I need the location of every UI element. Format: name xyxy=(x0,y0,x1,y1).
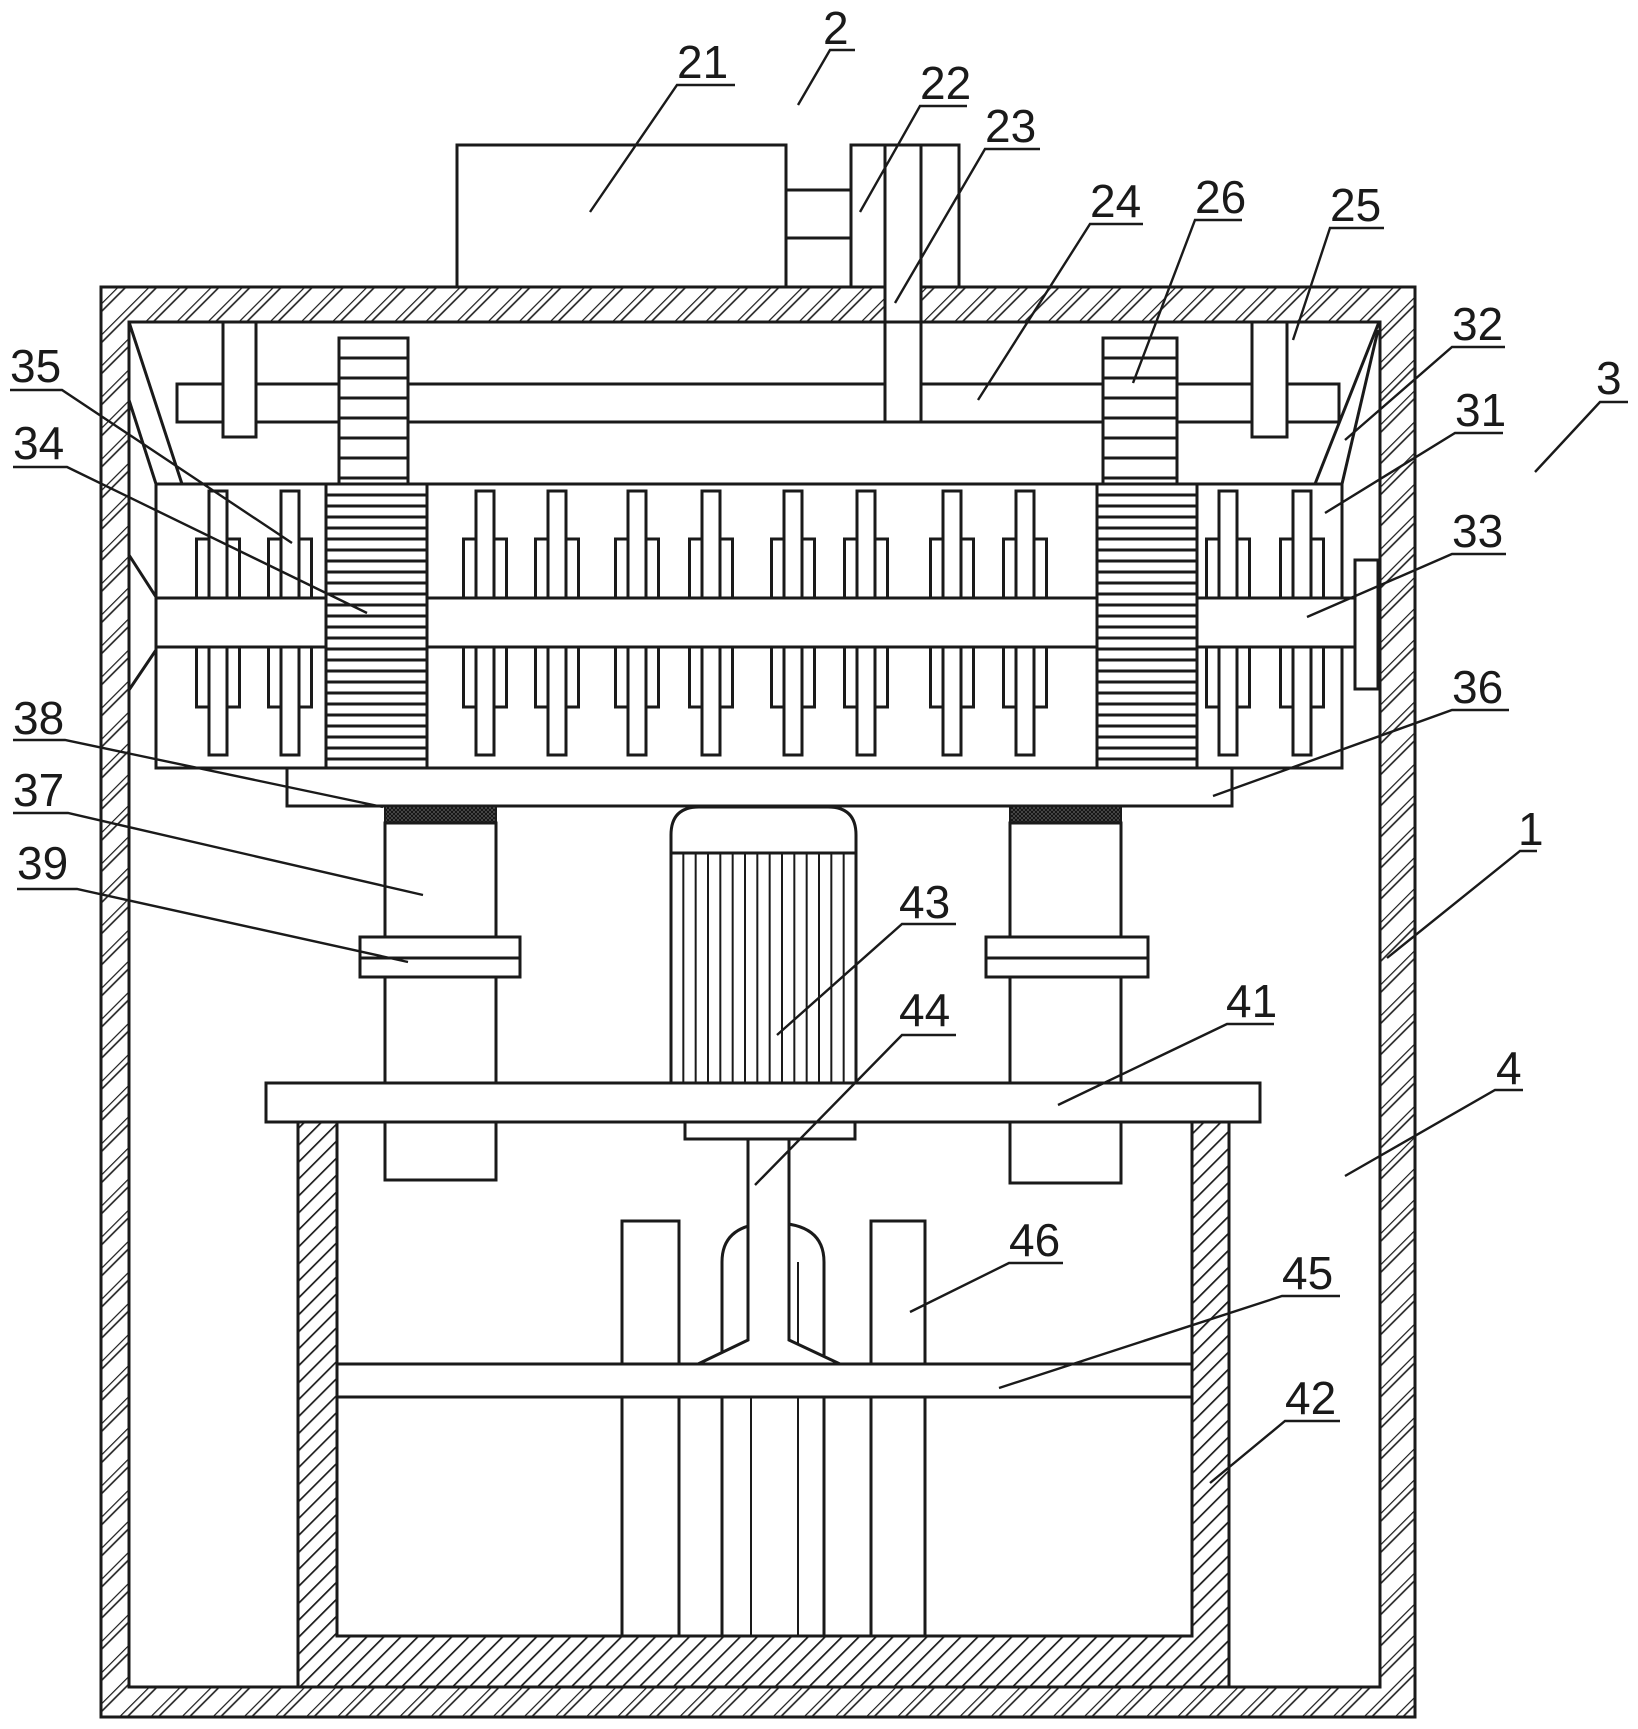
label-2: 2 xyxy=(823,2,849,54)
label-37: 37 xyxy=(13,764,64,816)
label-35: 35 xyxy=(10,340,61,392)
blade-lower xyxy=(207,645,229,757)
leader-lines xyxy=(10,48,1628,1484)
label-22: 22 xyxy=(920,57,971,109)
blade-lower xyxy=(855,645,877,757)
blade-lower xyxy=(1291,645,1313,757)
label-41: 41 xyxy=(1226,975,1277,1027)
shaft-23-lower xyxy=(883,320,923,424)
label-31: 31 xyxy=(1455,384,1506,436)
motor-43 xyxy=(669,805,858,1085)
plate-36 xyxy=(285,766,1234,808)
blade-upper xyxy=(941,489,963,600)
motor-21 xyxy=(455,143,788,289)
reference-labels: 21 2 22 23 24 26 25 32 31 3 33 35 34 36 … xyxy=(10,2,1622,1424)
blade-lower xyxy=(782,645,804,757)
blade-upper xyxy=(855,489,877,600)
crushing-assembly-3 xyxy=(127,321,1381,1185)
blade-upper xyxy=(626,489,648,600)
motor-mount xyxy=(683,1120,857,1141)
housing-1 xyxy=(99,285,1417,1719)
label-42: 42 xyxy=(1285,1372,1336,1424)
label-32: 32 xyxy=(1452,298,1503,350)
label-3: 3 xyxy=(1596,352,1622,404)
blade-lower xyxy=(1217,645,1239,757)
bearing-block xyxy=(1353,558,1380,691)
label-1: 1 xyxy=(1518,803,1544,855)
bar-45 xyxy=(335,1362,1194,1399)
label-45: 45 xyxy=(1282,1247,1333,1299)
label-36: 36 xyxy=(1452,661,1503,713)
post-25-right xyxy=(1250,320,1289,439)
blade-lower xyxy=(546,645,568,757)
label-39: 39 xyxy=(17,837,68,889)
post-25-left xyxy=(221,320,258,439)
label-38: 38 xyxy=(13,692,64,744)
blade-upper xyxy=(1291,489,1313,600)
rod-46-right xyxy=(869,1219,927,1638)
blade-lower xyxy=(474,645,496,757)
blade-lower xyxy=(626,645,648,757)
label-4: 4 xyxy=(1496,1042,1522,1094)
blade-upper xyxy=(700,489,722,600)
rod-46-left xyxy=(620,1219,681,1638)
blade-lower xyxy=(1014,645,1036,757)
coupling xyxy=(784,188,853,240)
column-37-right-lower xyxy=(1008,1120,1123,1185)
label-26: 26 xyxy=(1195,171,1246,223)
blade-upper xyxy=(546,489,568,600)
label-34: 34 xyxy=(13,417,64,469)
label-25: 25 xyxy=(1330,179,1381,231)
label-43: 43 xyxy=(899,876,950,928)
gear-26-left xyxy=(337,336,410,486)
blade-lower xyxy=(279,645,301,757)
blade-upper xyxy=(1014,489,1036,600)
label-21: 21 xyxy=(677,36,728,88)
gear-34-right xyxy=(1095,482,1199,770)
blade-upper xyxy=(474,489,496,600)
label-33: 33 xyxy=(1452,505,1503,557)
gear-26-right-body xyxy=(1101,336,1179,486)
pad-38-left xyxy=(384,805,497,824)
label-46: 46 xyxy=(1009,1214,1060,1266)
pad-38-right xyxy=(1009,805,1122,824)
blade-upper xyxy=(782,489,804,600)
drive-assembly-2 xyxy=(175,143,1341,486)
blades-35 xyxy=(195,489,1325,757)
gear-34-left xyxy=(324,482,429,770)
plate-41 xyxy=(264,1081,1262,1124)
blade-upper xyxy=(1217,489,1239,600)
gear-26-left-body xyxy=(337,336,410,486)
blade-lower xyxy=(941,645,963,757)
label-23: 23 xyxy=(985,100,1036,152)
blade-upper xyxy=(279,489,301,600)
gear-26-right xyxy=(1101,336,1179,486)
label-44: 44 xyxy=(899,984,950,1036)
column-37-left-lower xyxy=(383,1120,498,1182)
shaft-44 xyxy=(697,1137,841,1366)
mixing-assembly-4 xyxy=(264,805,1262,1689)
label-24: 24 xyxy=(1090,175,1141,227)
blade-lower xyxy=(700,645,722,757)
flange-39-right xyxy=(984,935,1150,979)
